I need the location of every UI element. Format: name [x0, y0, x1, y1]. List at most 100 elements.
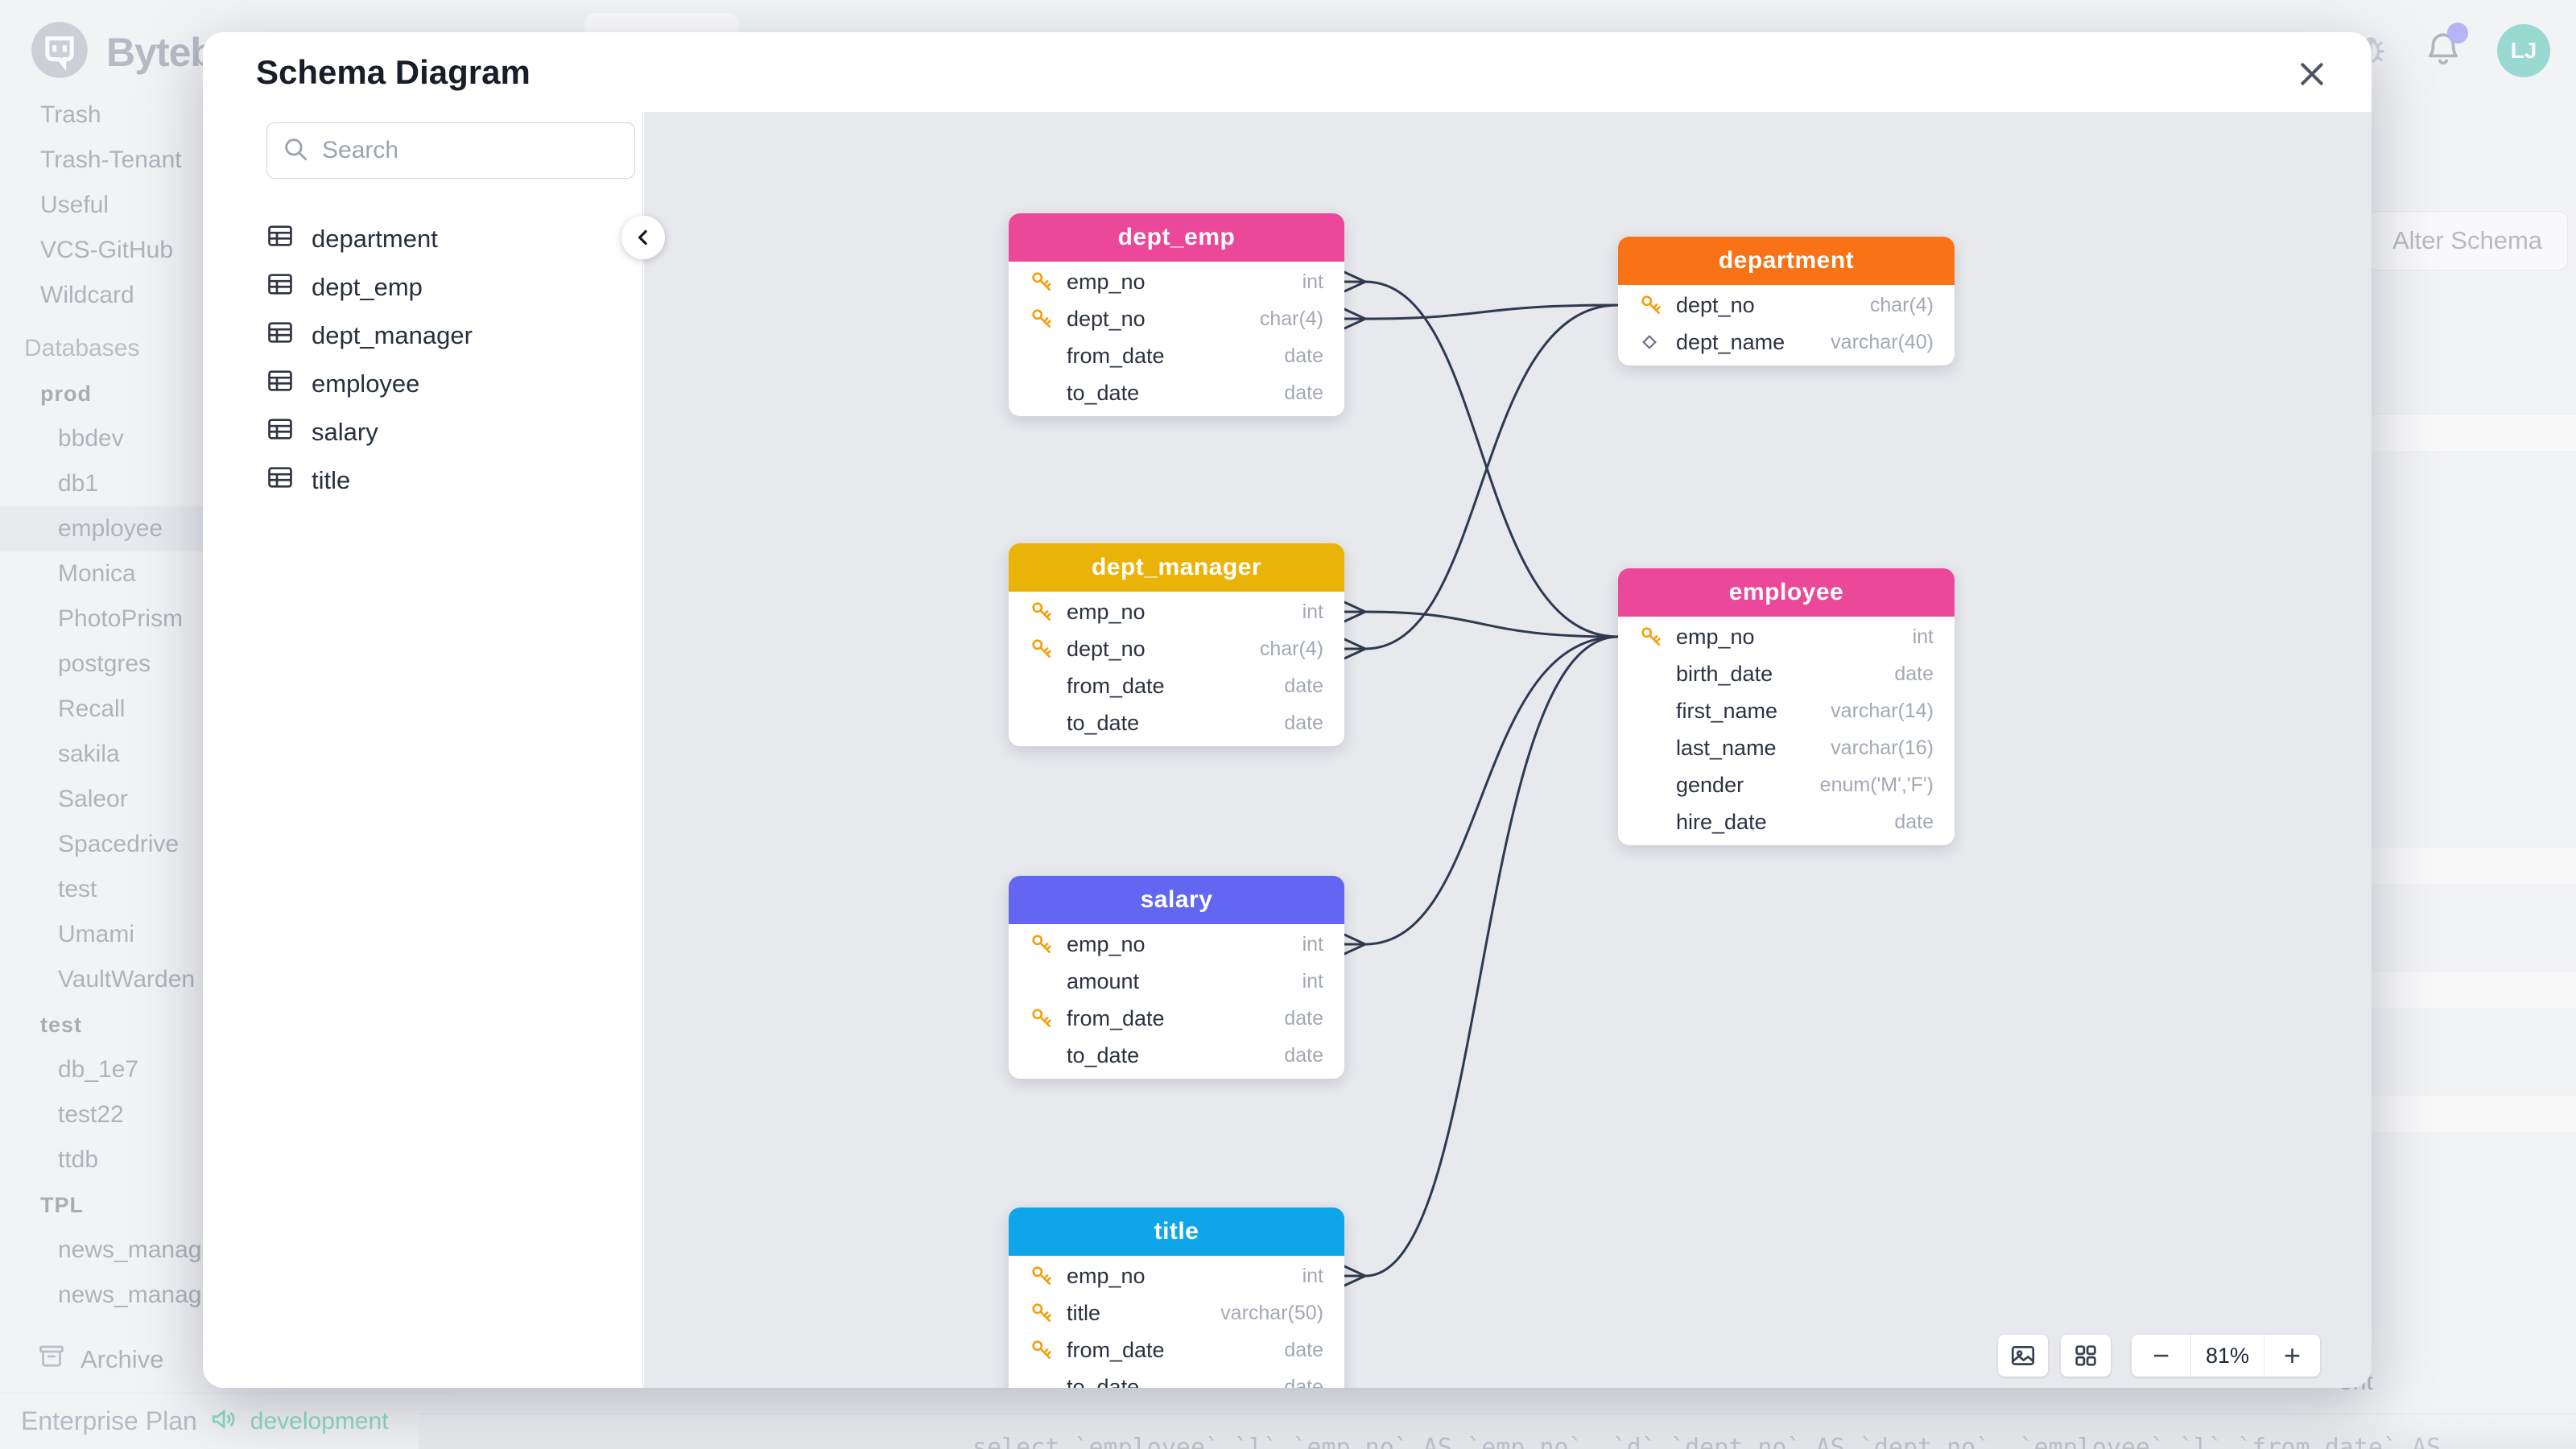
table-node-fields: emp_no int birth_date date first_name [1618, 617, 1955, 845]
primary-key-icon [1030, 1301, 1067, 1325]
primary-key-icon [1030, 932, 1067, 956]
field-name: emp_no [1676, 624, 1755, 649]
zoom-in-button[interactable]: + [2264, 1335, 2320, 1377]
field-type: date [1284, 674, 1323, 697]
primary-key-icon [1639, 293, 1676, 317]
field-type: date [1284, 344, 1323, 367]
close-icon[interactable] [2291, 53, 2333, 95]
field-type: date [1284, 1006, 1323, 1030]
table-field-row: first_name varchar(14) [1618, 692, 1955, 729]
field-name: dept_no [1067, 636, 1146, 661]
field-type: int [1302, 270, 1323, 293]
table-list-label: dept_manager [312, 321, 473, 349]
field-type: date [1284, 711, 1323, 734]
field-type: char(4) [1259, 637, 1323, 660]
field-name: amount [1067, 968, 1140, 993]
table-node-fields: dept_no char(4) dept_name varchar(40) [1618, 285, 1955, 365]
table-list-item[interactable]: employee [203, 360, 642, 408]
schema-table-node[interactable]: dept_manager emp_no int dept_no [1009, 543, 1344, 746]
table-icon [266, 415, 294, 449]
table-list-item[interactable]: dept_emp [203, 263, 642, 312]
field-type: date [1894, 810, 1934, 833]
table-node-header: dept_manager [1009, 543, 1344, 592]
table-list-item[interactable]: department [203, 215, 642, 263]
field-name: to_date [1067, 1374, 1140, 1389]
table-list: department dept_emp dept_manager [203, 215, 642, 505]
field-type: char(4) [1869, 293, 1934, 316]
primary-key-icon [1030, 1006, 1067, 1030]
search-input[interactable] [320, 136, 594, 165]
field-type: date [1284, 381, 1323, 404]
table-list-item[interactable]: dept_manager [203, 312, 642, 360]
primary-key-icon [1030, 637, 1067, 661]
field-type: varchar(40) [1831, 330, 1934, 353]
table-field-row: birth_date date [1618, 655, 1955, 692]
field-type: date [1284, 1375, 1323, 1389]
index-icon [1639, 332, 1676, 353]
modal-title: Schema Diagram [256, 53, 530, 91]
schema-table-node[interactable]: employee emp_no int birth_date d [1618, 568, 1955, 845]
zoom-out-button[interactable]: − [2132, 1335, 2191, 1377]
collapse-panel-button[interactable] [621, 216, 665, 259]
schema-table-node[interactable]: department dept_no char(4) dept_name [1618, 237, 1955, 365]
table-field-row: to_date date [1009, 1368, 1344, 1389]
table-field-row: hire_date date [1618, 803, 1955, 840]
field-type: int [1302, 932, 1323, 956]
field-name: from_date [1067, 1005, 1165, 1030]
field-type: char(4) [1259, 307, 1323, 330]
table-field-row: title varchar(50) [1009, 1294, 1344, 1331]
table-list-item[interactable]: salary [203, 408, 642, 456]
field-name: birth_date [1676, 661, 1773, 686]
field-name: gender [1676, 772, 1744, 797]
field-name: from_date [1067, 1337, 1165, 1362]
field-type: varchar(50) [1220, 1301, 1323, 1324]
auto-layout-button[interactable] [2061, 1335, 2111, 1377]
table-list-label: department [312, 225, 438, 253]
schema-table-node[interactable]: salary emp_no int amount int [1009, 876, 1344, 1079]
field-type: int [1302, 1264, 1323, 1287]
field-type: varchar(16) [1831, 736, 1934, 759]
canvas-controls: − 81% + [1998, 1335, 2320, 1377]
table-field-row: emp_no int [1009, 593, 1344, 630]
table-field-row: to_date date [1009, 1037, 1344, 1074]
relationship-edges [1343, 270, 1620, 1287]
table-field-row: from_date date [1009, 1000, 1344, 1037]
field-name: hire_date [1676, 809, 1767, 834]
primary-key-icon [1030, 600, 1067, 624]
diagram-canvas[interactable]: dept_emp emp_no int dept_no char [644, 112, 2372, 1388]
table-list-label: dept_emp [312, 273, 423, 301]
table-field-row: from_date date [1009, 667, 1344, 704]
table-icon [266, 270, 294, 304]
table-field-row: from_date date [1009, 1331, 1344, 1368]
field-name: to_date [1067, 1042, 1140, 1067]
table-field-row: dept_no char(4) [1009, 630, 1344, 667]
table-field-row: emp_no int [1009, 926, 1344, 963]
table-field-row: dept_name varchar(40) [1618, 324, 1955, 361]
field-type: varchar(14) [1831, 699, 1934, 722]
primary-key-icon [1030, 1338, 1067, 1362]
field-type: date [1894, 662, 1934, 685]
primary-key-icon [1030, 270, 1067, 294]
table-list-item[interactable]: title [203, 456, 642, 505]
field-name: last_name [1676, 735, 1777, 760]
field-name: to_date [1067, 710, 1140, 735]
schema-diagram-modal: Schema Diagram department [203, 32, 2372, 1388]
table-node-header: employee [1618, 568, 1955, 617]
field-type: int [1302, 600, 1323, 623]
field-name: emp_no [1067, 269, 1146, 294]
field-name: first_name [1676, 698, 1778, 723]
table-list-label: title [312, 466, 351, 494]
table-node-fields: emp_no int dept_no char(4) from_date d [1009, 262, 1344, 416]
table-icon [266, 319, 294, 353]
field-name: from_date [1067, 343, 1165, 368]
field-name: emp_no [1067, 1263, 1146, 1288]
table-field-row: to_date date [1009, 704, 1344, 741]
table-field-row: emp_no int [1618, 618, 1955, 655]
table-field-row: dept_no char(4) [1009, 300, 1344, 337]
export-image-button[interactable] [1998, 1335, 2048, 1377]
schema-table-node[interactable]: dept_emp emp_no int dept_no char [1009, 213, 1344, 416]
table-field-row: dept_no char(4) [1618, 287, 1955, 324]
schema-table-node[interactable]: title emp_no int title varchar(5 [1009, 1208, 1344, 1388]
table-list-label: salary [312, 418, 378, 446]
